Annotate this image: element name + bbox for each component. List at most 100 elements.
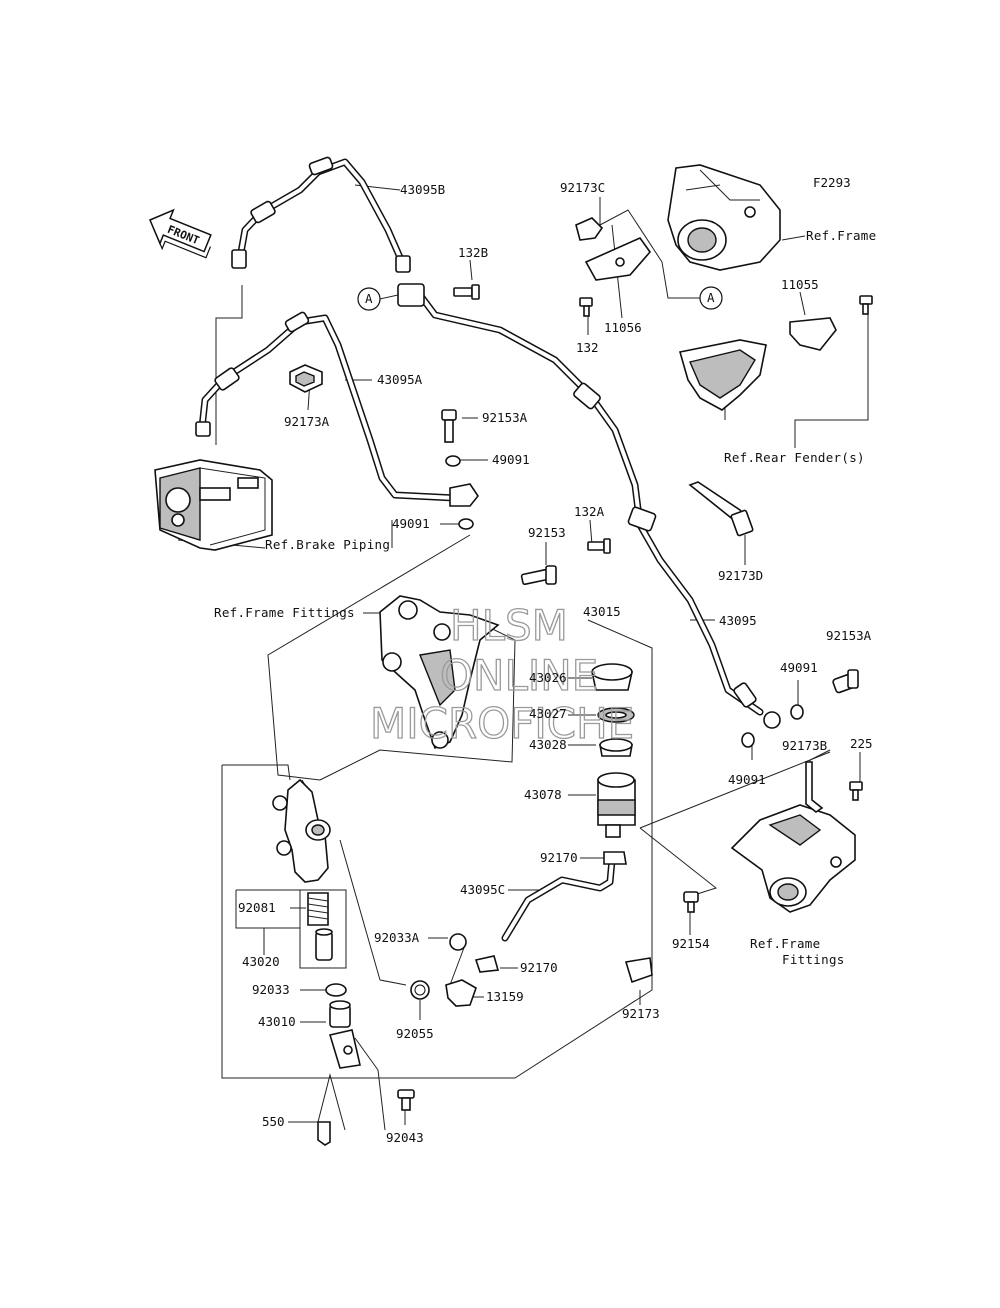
bolt-132a [587,538,611,554]
footrest-bracket [379,595,500,750]
bolt-92153 [520,565,557,586]
front-arrow-icon: FRONT [149,208,212,259]
svg-text:A: A [365,291,373,306]
bolt-92153a-right [832,669,859,694]
label-43095a: 43095A [377,372,423,387]
label-43095c: 43095C [460,882,505,897]
svg-text:A: A [707,290,715,305]
svg-text:HLSM: HLSM [450,601,568,650]
banjo-fitting [763,711,781,729]
label-49091-b: 49091 [392,516,430,531]
label-43027: 43027 [529,706,567,721]
cotter-pin-550 [317,1121,331,1146]
clip-92170 [474,955,500,973]
label-43010: 43010 [258,1014,296,1029]
washer-49091 [741,732,755,748]
hose-fitting [231,249,247,269]
label-92055: 92055 [396,1026,434,1041]
label-92170-a: 92170 [540,850,578,865]
clamp-92173 [624,957,653,984]
banjo-fitting [449,483,479,507]
bolt-fender [859,295,873,315]
ref-frame-fittings: Ref.Frame Fittings [214,605,355,620]
washer-49091 [790,704,804,720]
hose-clamp-92173d [627,506,657,532]
label-92153: 92153 [528,525,566,540]
abs-unit [154,459,273,551]
hose-fitting [250,200,276,224]
reservoir-43078 [597,772,636,838]
ref-frame-fittings-2-line1: Ref.Frame [750,936,820,951]
frame-bracket-right [730,804,856,913]
parts: FRONT A A [149,156,873,1146]
label-92173c: 92173C [560,180,605,195]
callout-a-right: A [699,286,723,310]
callout-a-left: A [357,287,381,311]
label-92173: 92173 [622,1006,660,1021]
label-13159: 13159 [486,989,524,1004]
label-550: 550 [262,1114,285,1129]
label-11056: 11056 [604,320,642,335]
circlip-92033a [449,933,467,951]
circlip-92033 [325,983,347,997]
label-92173d: 92173D [718,568,763,583]
rear-fender [678,339,767,411]
label-132a: 132A [574,504,605,519]
label-92170-b: 92170 [520,960,558,975]
pushrod-43010 [328,1000,361,1069]
bolt-92154 [683,891,699,913]
label-43028: 43028 [529,737,567,752]
hose-fitting [395,255,411,273]
hose-fitting [573,382,601,410]
piston-43020 [315,928,333,961]
banjo-fitting [397,283,425,307]
hose-fitting [733,682,757,708]
hose-fitting [308,156,334,176]
label-92153a-top: 92153A [482,410,528,425]
label-92081: 92081 [238,900,276,915]
bolt-132b [453,284,480,300]
label-11055: 11055 [781,277,819,292]
label-92173a: 92173A [284,414,330,429]
hose-fitting [195,421,211,437]
washer-49091 [445,455,461,467]
ref-brake-piping: Ref.Brake Piping [265,537,390,552]
part-labels: F2293 43095B 132B 92173C Ref.Frame 11056… [214,175,876,1145]
label-92154: 92154 [672,936,710,951]
figure-code: F2293 [813,175,851,190]
label-43015: 43015 [583,604,621,619]
washer-49091 [458,518,474,530]
label-92033: 92033 [252,982,290,997]
diaphragm-43028 [599,738,633,757]
master-cylinder-43015 [272,778,331,883]
frame-section [667,164,781,271]
label-43078: 43078 [524,787,562,802]
ref-frame-fittings-2-line2: Fittings [782,952,845,967]
bracket-11055 [789,317,837,351]
hose-fitting [214,367,240,391]
label-49091-a: 49091 [492,452,530,467]
label-43026: 43026 [529,670,567,685]
bolt-132 [579,297,593,317]
label-132b: 132B [458,245,488,260]
svg-text:ONLINE: ONLINE [440,651,598,700]
label-92033a: 92033A [374,930,420,945]
bolt-92153a [441,409,457,443]
label-92173b: 92173B [782,738,827,753]
label-43095b: 43095B [400,182,445,197]
spring-92081 [307,892,329,926]
clamp-92173a [289,364,323,393]
fitting-13159 [445,979,477,1007]
svg-text:MICROFICHE: MICROFICHE [370,699,634,748]
label-49091-d: 49091 [728,772,766,787]
hose-fitting [284,311,310,333]
label-43020: 43020 [242,954,280,969]
ref-frame: Ref.Frame [806,228,876,243]
label-132: 132 [576,340,599,355]
reservoir-cap-43026 [591,663,633,691]
clip-92170 [603,851,627,865]
label-92043: 92043 [386,1130,424,1145]
bolt-225 [849,781,863,801]
watermark: HLSM ONLINE MICROFICHE [369,600,634,748]
